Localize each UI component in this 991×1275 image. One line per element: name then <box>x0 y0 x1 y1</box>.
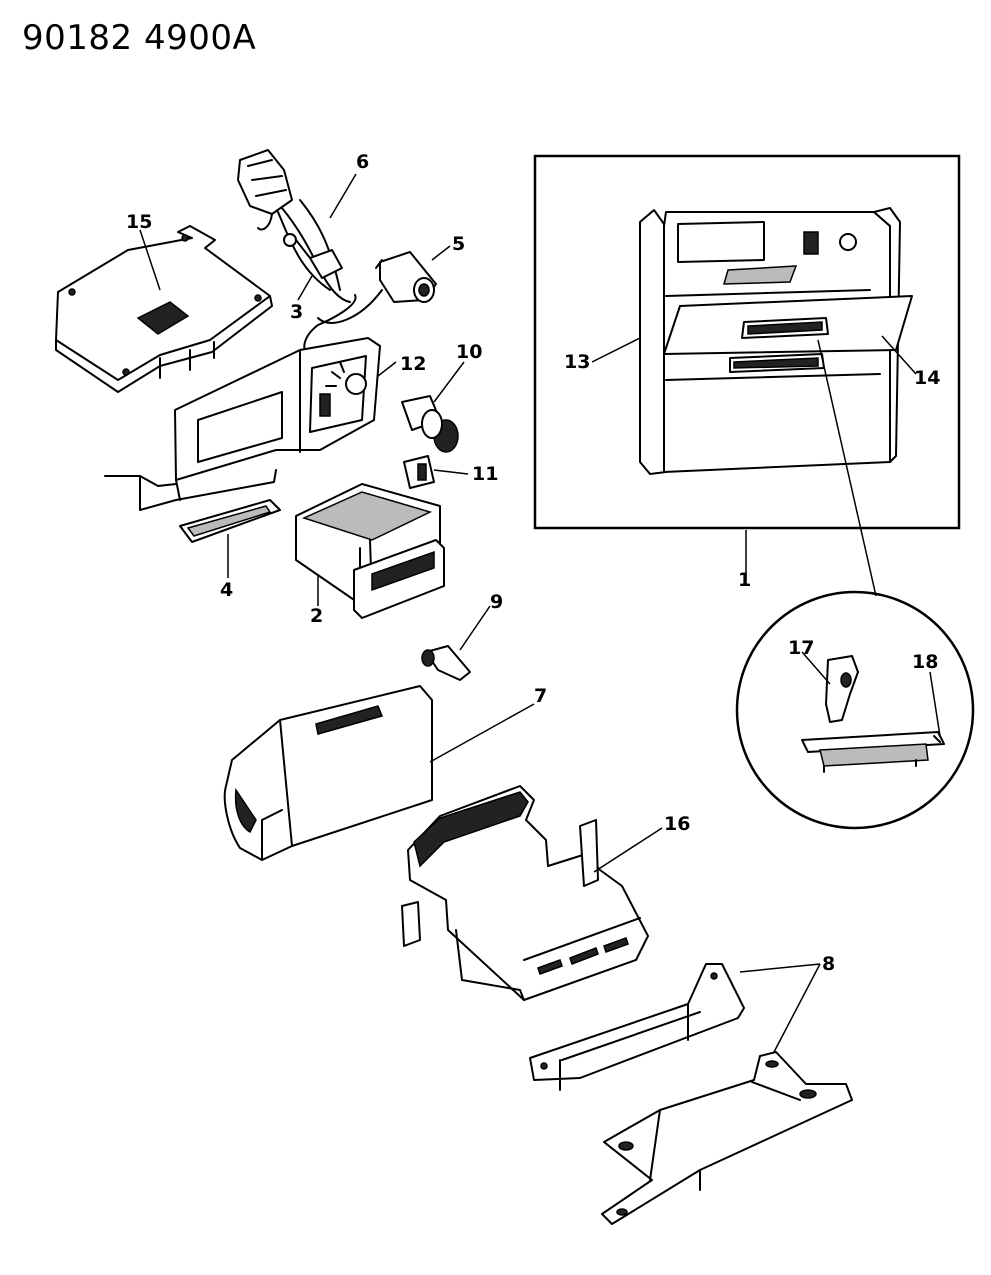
part-8-brackets <box>529 963 853 1225</box>
callout-10: 10 <box>456 341 482 363</box>
part-2-ashtray <box>295 483 445 619</box>
part-6-harness <box>237 149 357 359</box>
callout-11: 11 <box>472 463 498 485</box>
part-10-lighter-knob <box>401 395 459 453</box>
callout-9: 9 <box>490 591 503 613</box>
callout-5: 5 <box>452 233 465 255</box>
callout-3: 3 <box>290 301 303 323</box>
callout-6: 6 <box>356 151 369 173</box>
part-16-console-base <box>401 785 649 1001</box>
inset-assembly-box <box>533 154 961 530</box>
leader-lines <box>139 173 941 1053</box>
callout-18: 18 <box>912 651 938 673</box>
part-4-trim <box>104 469 281 543</box>
callout-13: 13 <box>564 351 590 373</box>
callout-16: 16 <box>664 813 690 835</box>
callout-14: 14 <box>914 367 940 389</box>
part-9-bulb <box>421 645 471 681</box>
callout-1: 1 <box>738 569 751 591</box>
detail-circle <box>735 590 975 830</box>
callout-2: 2 <box>310 605 323 627</box>
part-12-bezel <box>174 337 381 501</box>
callout-17: 17 <box>788 637 814 659</box>
part-15-bracket <box>55 225 273 393</box>
callout-8: 8 <box>822 953 835 975</box>
callout-labels: 15 6 3 5 12 10 11 4 2 9 7 16 8 13 14 1 1… <box>126 151 940 975</box>
part-5-lighter <box>317 251 437 324</box>
callout-7: 7 <box>534 685 547 707</box>
part-11-switch <box>403 455 435 489</box>
callout-4: 4 <box>220 579 233 601</box>
callout-12: 12 <box>400 353 426 375</box>
callout-15: 15 <box>126 211 152 233</box>
part-7-lid <box>223 685 433 861</box>
document-code: 90182 4900A <box>22 18 257 58</box>
part-3-socket <box>283 233 343 279</box>
